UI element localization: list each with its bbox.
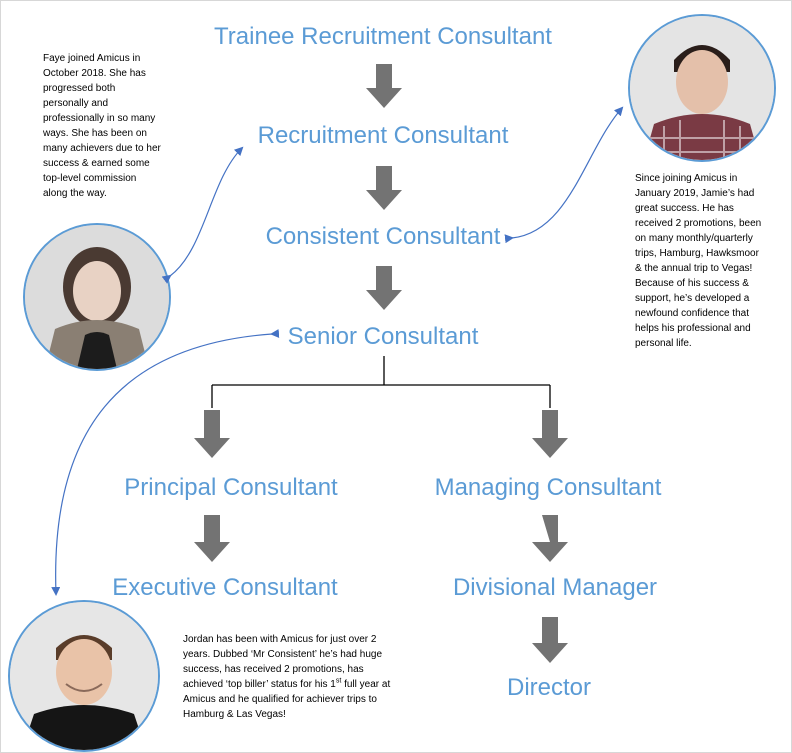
jordan-connector-arrow — [51, 329, 280, 596]
title-trainee-recruitment-consultant: Trainee Recruitment Consultant — [214, 23, 552, 50]
title-director: Director — [506, 674, 592, 701]
jamie-portrait-icon — [630, 16, 774, 160]
jordan-description: Jordan has been with Amicus for just ove… — [183, 632, 453, 722]
down-arrow-icon-4 — [194, 410, 230, 458]
faye-connector-arrow — [161, 146, 244, 284]
branch-lines — [211, 356, 551, 408]
jordan-photo — [8, 600, 160, 752]
down-arrow-icon-3 — [366, 266, 402, 310]
jamie-photo — [628, 14, 776, 162]
jordan-description-part1: Jordan has been with Amicus for just ove… — [183, 634, 383, 690]
down-arrow-icon-7 — [532, 515, 568, 562]
title-managing-consultant: Managing Consultant — [434, 474, 662, 501]
down-arrow-icon-5 — [532, 410, 568, 458]
down-arrow-icon-8 — [532, 617, 568, 663]
jordan-portrait-icon — [10, 602, 158, 750]
jordan-description-part2: full year at Amicus and he qualified for… — [183, 679, 391, 720]
down-arrow-icon-6 — [194, 515, 230, 562]
down-arrow-icon-2 — [366, 166, 402, 210]
jamie-description: Since joining Amicus in January 2019, Ja… — [635, 173, 762, 349]
title-senior-consultant: Senior Consultant — [287, 323, 479, 350]
title-recruitment-consultant: Recruitment Consultant — [257, 122, 509, 149]
faye-description: Faye joined Amicus in October 2018. She … — [43, 53, 161, 199]
down-arrow-icon-1 — [366, 64, 402, 108]
title-divisional-manager: Divisional Manager — [452, 574, 658, 601]
jordan-description-superscript: st — [335, 677, 342, 685]
jamie-connector-arrow — [504, 106, 624, 244]
title-consistent-consultant: Consistent Consultant — [265, 223, 501, 250]
